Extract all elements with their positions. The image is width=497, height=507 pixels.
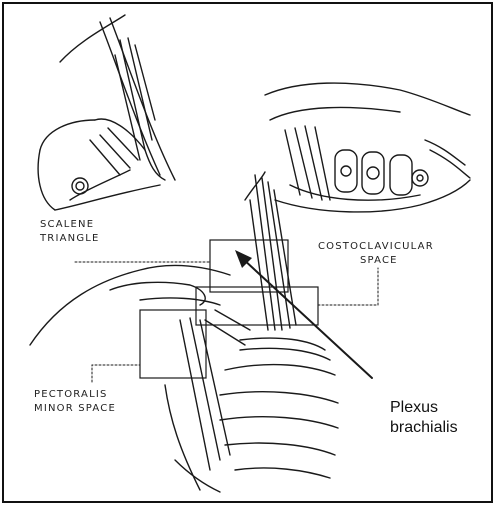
costoclavicular-leader-line xyxy=(318,268,378,305)
pectoralis-label-line2: MINOR SPACE xyxy=(34,402,116,416)
scalene-label-line1: SCALENE xyxy=(40,218,94,232)
pectoralis-label-line1: PECTORALIS xyxy=(34,388,108,402)
plexus-label-line2: brachialis xyxy=(390,418,458,438)
costoclavicular-label-line2: SPACE xyxy=(360,254,398,268)
scalene-box xyxy=(196,287,318,325)
pectoralis-leader-line xyxy=(92,365,140,382)
scalene-inset-drawing xyxy=(38,15,175,210)
plexus-arrow-line xyxy=(242,258,372,378)
scalene-label-line2: TRIANGLE xyxy=(40,232,100,246)
costoclavicular-inset-drawing xyxy=(265,83,470,212)
costoclavicular-label-line1: COSTOCLAVICULAR xyxy=(318,240,434,254)
plexus-label-line1: Plexus xyxy=(390,398,438,418)
